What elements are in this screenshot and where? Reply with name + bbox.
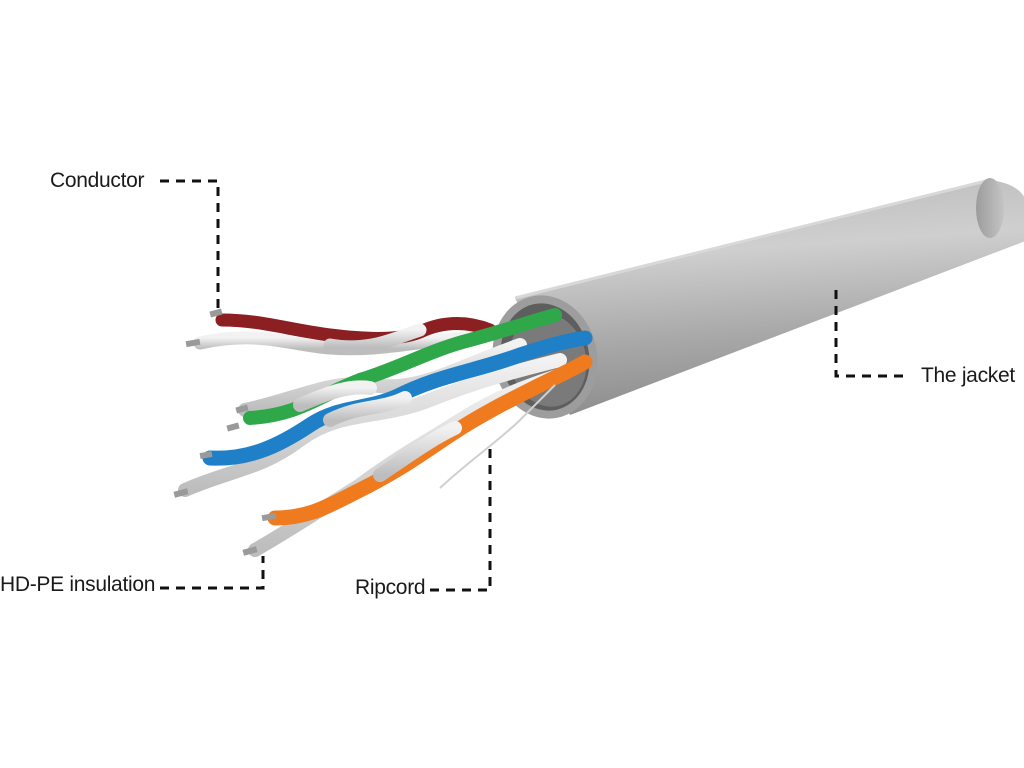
brown-pair (193, 313, 497, 356)
insulation-leader (160, 556, 265, 590)
ripcord-leader (430, 445, 492, 592)
insulation-label: HD-PE insulation (0, 573, 156, 596)
jacket (492, 178, 1024, 419)
jacket-label: The jacket (921, 364, 1015, 387)
ripcord-label: Ripcord (355, 576, 426, 599)
conductor-tips (173, 308, 277, 556)
blue-pair (178, 330, 593, 497)
orange-pair (248, 354, 593, 557)
jacket-leader (834, 290, 910, 378)
twisted-pairs (178, 308, 593, 557)
ripcord-thread (439, 384, 556, 489)
conductor-label: Conductor (50, 169, 145, 192)
leader-lines (160, 179, 910, 592)
conductor-leader (160, 179, 220, 310)
